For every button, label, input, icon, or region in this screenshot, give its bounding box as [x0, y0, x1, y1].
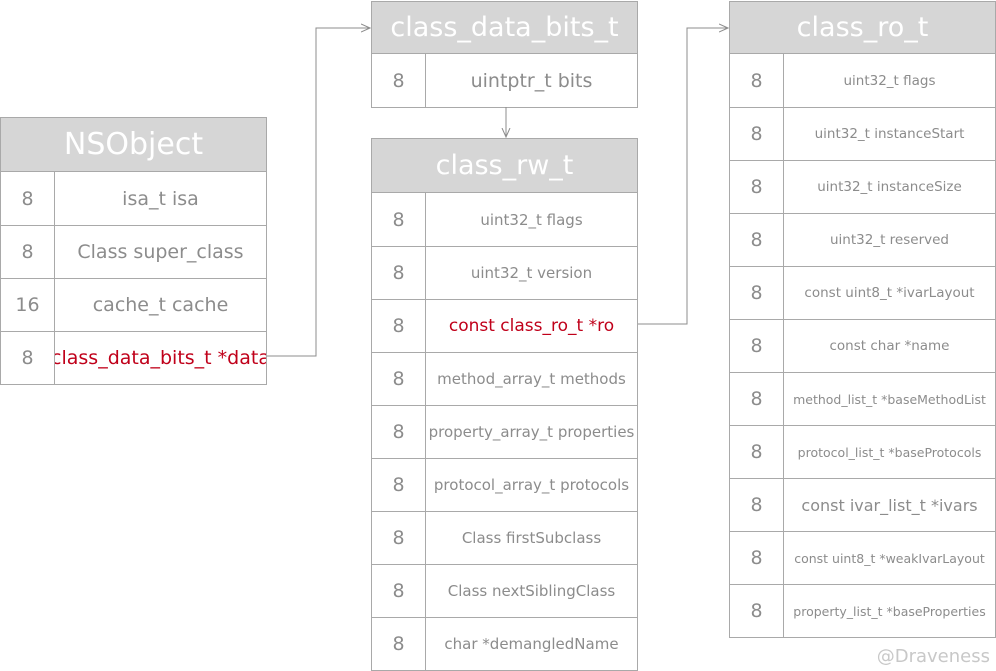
field-size: 8 — [372, 618, 426, 670]
field-size: 8 — [372, 54, 426, 107]
field-name: cache_t cache — [92, 294, 229, 316]
class-ro-table: class_ro_t 8 uint32_t flags 8 uint32_t i… — [729, 1, 996, 638]
class-data-bits-title: class_data_bits_t — [372, 2, 637, 54]
class-data-bits-table: class_data_bits_t 8 uintptr_t bits — [371, 1, 638, 108]
field-size: 8 — [372, 512, 426, 564]
table-row-data-pointer: 8 class_data_bits_t *data — [1, 331, 266, 384]
field-size: 8 — [730, 426, 784, 478]
table-row: 8 const ivar_list_t *ivars — [730, 478, 995, 531]
table-row: 8 protocol_array_t protocols — [372, 458, 637, 511]
field-size: 8 — [730, 585, 784, 637]
field-name: protocol_list_t *baseProtocols — [797, 444, 982, 460]
class-rw-title: class_rw_t — [372, 139, 637, 193]
field-name: property_list_t *baseProperties — [793, 603, 986, 619]
field-size: 8 — [730, 108, 784, 160]
table-row: 8 Class super_class — [1, 225, 266, 278]
table-row: 8 const char *name — [730, 319, 995, 372]
class-ro-title: class_ro_t — [730, 2, 995, 54]
field-size: 8 — [372, 565, 426, 617]
table-row: 8 char *demangledName — [372, 617, 637, 670]
table-row: 8 property_array_t properties — [372, 405, 637, 458]
field-name: uint32_t version — [470, 264, 593, 282]
field-name: Class nextSiblingClass — [447, 582, 616, 600]
table-row: 8 uint32_t instanceSize — [730, 160, 995, 213]
field-size: 8 — [1, 226, 55, 278]
table-row: 8 uint32_t flags — [730, 54, 995, 107]
field-name: property_array_t properties — [428, 423, 635, 441]
field-name: isa_t isa — [122, 187, 199, 210]
field-name: const char *name — [829, 338, 950, 354]
field-name: uint32_t instanceStart — [814, 126, 965, 142]
field-size: 8 — [730, 320, 784, 372]
table-row: 8 const uint8_t *weakIvarLayout — [730, 531, 995, 584]
table-row: 8 uint32_t flags — [372, 193, 637, 246]
field-size: 8 — [730, 479, 784, 531]
field-name: uintptr_t bits — [470, 69, 593, 92]
field-name: uint32_t flags — [843, 72, 936, 89]
field-name: uint32_t flags — [480, 210, 583, 229]
watermark: @Draveness — [876, 646, 990, 667]
nsobject-table: NSObject 8 isa_t isa 8 Class super_class… — [0, 117, 267, 385]
table-row: 16 cache_t cache — [1, 278, 266, 331]
field-size: 8 — [1, 332, 55, 384]
field-name: uint32_t reserved — [830, 232, 949, 248]
field-size: 8 — [1, 172, 55, 225]
table-row: 8 property_list_t *baseProperties — [730, 584, 995, 637]
table-row-ro-pointer: 8 const class_ro_t *ro — [372, 299, 637, 352]
field-size: 8 — [372, 247, 426, 299]
field-name: protocol_array_t protocols — [433, 476, 630, 494]
table-row: 8 uint32_t version — [372, 246, 637, 299]
table-row: 8 const uint8_t *ivarLayout — [730, 266, 995, 319]
field-name: Class super_class — [77, 241, 244, 263]
table-row: 8 protocol_list_t *baseProtocols — [730, 425, 995, 478]
table-row: 8 Class firstSubclass — [372, 511, 637, 564]
table-row: 8 uintptr_t bits — [372, 54, 637, 107]
nsobject-title: NSObject — [1, 118, 266, 172]
field-name: const ivar_list_t *ivars — [801, 495, 978, 515]
table-row: 8 method_list_t *baseMethodList — [730, 372, 995, 425]
field-size: 8 — [372, 300, 426, 352]
field-name: const uint8_t *ivarLayout — [804, 285, 975, 301]
field-name: Class firstSubclass — [461, 529, 602, 547]
field-name: method_list_t *baseMethodList — [793, 391, 986, 407]
field-size: 8 — [730, 532, 784, 584]
field-size: 8 — [730, 161, 784, 213]
field-size: 8 — [730, 214, 784, 266]
arrow-data-to-class-data-bits — [267, 28, 370, 357]
field-name: uint32_t instanceSize — [817, 179, 962, 195]
table-row: 8 method_array_t methods — [372, 352, 637, 405]
field-name-highlighted: const class_ro_t *ro — [448, 316, 615, 336]
table-row: 8 Class nextSiblingClass — [372, 564, 637, 617]
field-name: const uint8_t *weakIvarLayout — [794, 550, 985, 566]
field-name: method_array_t methods — [437, 370, 626, 388]
field-name-highlighted: class_data_bits_t *data — [55, 347, 266, 369]
field-size: 8 — [372, 353, 426, 405]
field-name: char *demangledName — [444, 635, 619, 653]
field-size: 8 — [372, 406, 426, 458]
field-size: 8 — [730, 54, 784, 107]
table-row: 8 isa_t isa — [1, 172, 266, 225]
table-row: 8 uint32_t instanceStart — [730, 107, 995, 160]
table-row: 8 uint32_t reserved — [730, 213, 995, 266]
arrow-ro-to-class-ro — [638, 28, 728, 325]
field-size: 8 — [730, 373, 784, 425]
field-size: 8 — [372, 193, 426, 246]
field-size: 16 — [1, 279, 55, 331]
field-size: 8 — [372, 459, 426, 511]
class-rw-table: class_rw_t 8 uint32_t flags 8 uint32_t v… — [371, 138, 638, 671]
field-size: 8 — [730, 267, 784, 319]
